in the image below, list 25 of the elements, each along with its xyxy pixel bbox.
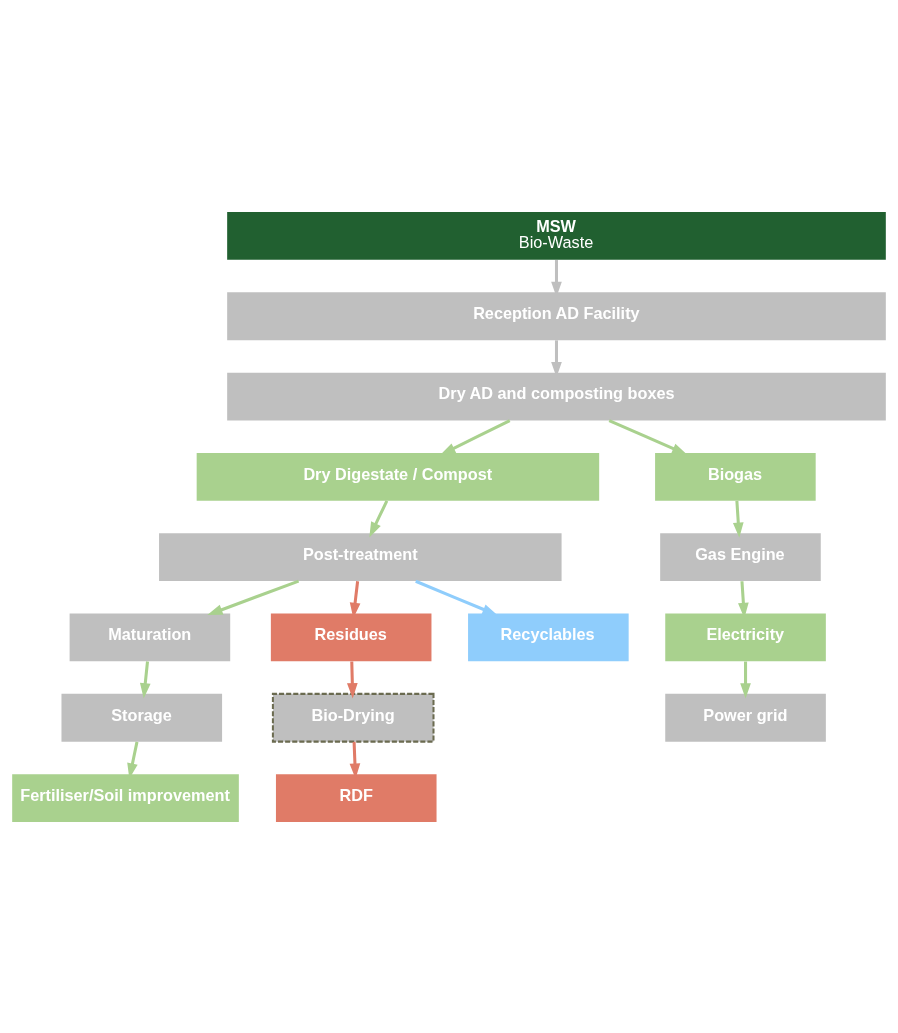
node-box: MSW Bio-Waste	[227, 211, 886, 260]
arrow	[139, 660, 151, 698]
arrow	[732, 500, 744, 538]
node-box: Reception AD Facility	[227, 291, 886, 340]
node-box: Fertiliser/Soil improvement	[12, 773, 239, 822]
arrow	[740, 661, 751, 698]
node-box: Residues	[270, 613, 432, 661]
arrow	[369, 499, 389, 537]
arrow	[608, 418, 688, 455]
node-box: Maturation	[69, 613, 231, 661]
node-box: Biogas	[655, 452, 816, 501]
arrow	[207, 579, 300, 615]
node-box: Storage	[61, 693, 223, 742]
node-box: Gas Engine	[660, 532, 821, 581]
node-box: Bio-Drying	[271, 692, 435, 743]
node-box: Post-treatment	[159, 532, 562, 581]
node-box: Dry AD and composting boxes	[227, 372, 886, 420]
node-box: Electricity	[665, 613, 826, 661]
arrow	[346, 661, 358, 698]
arrow	[415, 579, 498, 615]
node-box: RDF	[275, 773, 437, 822]
arrow	[440, 418, 511, 455]
node-box: Recyclables	[468, 613, 629, 661]
node-box: Dry Digestate / Compost	[196, 452, 600, 501]
node-box: Power grid	[665, 693, 826, 742]
